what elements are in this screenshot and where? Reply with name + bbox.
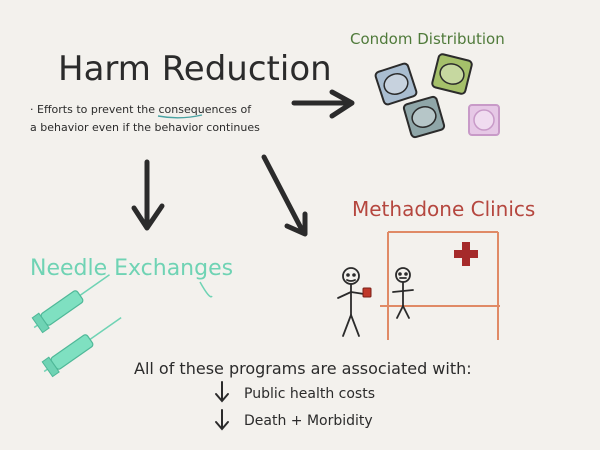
title: Harm Reduction — [58, 49, 332, 89]
medication-cup-icon — [362, 287, 372, 298]
clinic-building-icon — [380, 231, 500, 340]
underline-mark — [157, 114, 203, 119]
arrow-down-right — [261, 154, 308, 237]
definition-line-1: · Efforts to prevent the consequences of — [30, 103, 252, 116]
methadone-clinics-label: Methadone Clinics — [352, 197, 535, 221]
label-flourish — [199, 281, 213, 298]
summary-heading: All of these programs are associated wit… — [134, 359, 472, 378]
stick-figure-icon — [392, 267, 414, 319]
arrow-down-left — [131, 159, 165, 231]
summary-item-public-health: Public health costs — [244, 386, 375, 402]
summary-item-death-morbidity: Death + Morbidity — [244, 413, 373, 429]
condom-packet-icon — [431, 53, 473, 95]
down-arrow-icon — [215, 381, 229, 403]
definition-line-2: a behavior even if the behavior continue… — [30, 121, 260, 134]
arrow-right — [291, 89, 355, 119]
syringe-icon — [41, 316, 122, 378]
condom-packet-icon — [374, 62, 418, 106]
condom-packet-icon — [402, 95, 446, 139]
medical-cross-icon — [454, 242, 478, 266]
down-arrow-icon — [215, 409, 229, 431]
syringe-icon — [31, 274, 110, 334]
stick-figure-icon — [337, 267, 365, 337]
condom-packet-icon — [468, 104, 500, 136]
condom-distribution-label: Condom Distribution — [350, 30, 505, 48]
needle-exchanges-label: Needle Exchanges — [30, 256, 233, 281]
